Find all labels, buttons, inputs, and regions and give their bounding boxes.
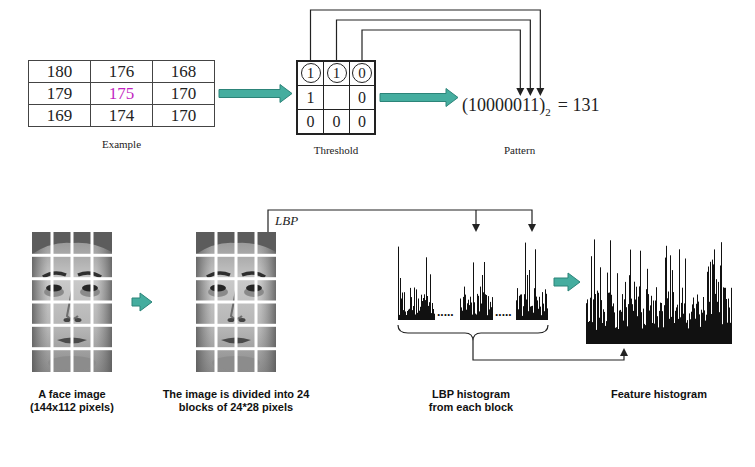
grid-cell: 0: [324, 110, 350, 135]
grid-cell: 0: [350, 110, 376, 135]
face-image: [32, 232, 112, 372]
circled-bit: 1: [301, 63, 321, 83]
pixel-grid-node: 180 176 168 179 175 170 169 174 170Example: [28, 60, 215, 151]
edge-label: LBP: [273, 213, 300, 228]
arrow-head: [620, 348, 628, 356]
grid-cell: 175: [91, 83, 153, 105]
histogram-bars: [517, 243, 548, 320]
grid-cell: 0: [350, 62, 376, 86]
grid-cell: [324, 86, 350, 110]
grid-cell: 176: [91, 61, 153, 83]
grid-caption: Example: [28, 138, 215, 151]
pixel-value: 168: [171, 62, 197, 81]
bit-leader: [337, 20, 531, 88]
arrow-head: [528, 224, 536, 232]
grid-cell: 1: [298, 62, 324, 86]
histogram-brace: [398, 325, 548, 341]
pattern-caption: Pattern: [504, 144, 599, 157]
image-caption: The image is divided into 24 blocks of 2…: [156, 388, 316, 414]
pixel-value: 174: [109, 106, 135, 125]
grid-cell: 174: [91, 105, 153, 127]
grid-cell: 1: [298, 86, 324, 110]
arrow-head: [472, 224, 480, 232]
grid-cell: 180: [29, 61, 91, 83]
grid-cell: 0: [350, 86, 376, 110]
binary-code: (10000011): [462, 95, 545, 115]
face-image-node: A face image (144x112 pixels): [16, 232, 128, 414]
grid-cell: 0: [298, 110, 324, 135]
image-caption: LBP histogram from each block: [421, 388, 521, 414]
grid-cell: 1: [324, 62, 350, 86]
arrow-head: [526, 88, 534, 96]
threshold-bit: 0: [358, 89, 366, 106]
pattern-node: (10000011)2 = 131Pattern: [462, 93, 599, 157]
flow-arrow: [554, 273, 580, 291]
threshold-bit: 0: [358, 113, 366, 130]
histogram-bars: [587, 239, 732, 344]
bit-leader: [311, 10, 541, 88]
threshold-bit: 0: [333, 113, 341, 130]
pixel-value: 176: [109, 62, 135, 81]
pattern-line: (10000011)2 = 131: [462, 93, 599, 119]
center-value: 175: [109, 84, 135, 103]
threshold-grid: 11010000: [296, 60, 376, 135]
circled-bit: 1: [327, 63, 347, 83]
grid-cell: 170: [153, 105, 215, 127]
arrow-head: [536, 88, 544, 96]
pixel-grid: 180 176 168 179 175 170 169 174 170: [28, 60, 215, 127]
flow-arrow: [132, 293, 152, 311]
ellipsis-dots: .....: [437, 306, 454, 318]
histogram-bars: [461, 262, 493, 320]
face-image: [196, 232, 276, 372]
circled-bit: 0: [352, 63, 372, 83]
lbp-branch: [475, 210, 476, 224]
face-blocks: [32, 232, 112, 372]
pixel-value: 169: [47, 106, 73, 125]
threshold-bit: 1: [307, 89, 315, 106]
threshold-bit: 0: [307, 113, 315, 130]
feature-histogram: [584, 232, 734, 372]
block-histograms: [392, 232, 550, 372]
divided-image-node: The image is divided into 24 blocks of 2…: [156, 232, 316, 414]
grid-caption: Threshold: [296, 144, 376, 157]
face-blocks: [196, 232, 276, 372]
image-caption: A face image (144x112 pixels): [16, 388, 128, 414]
image-caption: Feature histogram: [584, 388, 734, 401]
lbp-route: [268, 210, 536, 232]
pixel-value: 170: [171, 84, 197, 103]
arrow-head: [516, 88, 524, 96]
flow-arrow: [219, 85, 292, 103]
block-histograms-node: LBP histogram from each block: [392, 232, 550, 414]
feature-histogram-node: Feature histogram: [584, 232, 734, 401]
pixel-value: 170: [171, 106, 197, 125]
bit-leader: [362, 30, 520, 88]
decimal-value: = 131: [558, 95, 600, 115]
ellipsis-dots: .....: [495, 306, 512, 318]
histogram-bars: [399, 247, 435, 320]
base-subscript: 2: [545, 106, 551, 118]
pixel-value: 179: [47, 84, 73, 103]
lbp-line: [268, 210, 532, 232]
grid-cell: 179: [29, 83, 91, 105]
pixel-value: 180: [47, 62, 73, 81]
grid-cell: 168: [153, 61, 215, 83]
threshold-grid-node: 11010000Threshold: [296, 60, 376, 157]
grid-cell: 170: [153, 83, 215, 105]
grid-cell: 169: [29, 105, 91, 127]
flow-arrow: [380, 89, 458, 107]
